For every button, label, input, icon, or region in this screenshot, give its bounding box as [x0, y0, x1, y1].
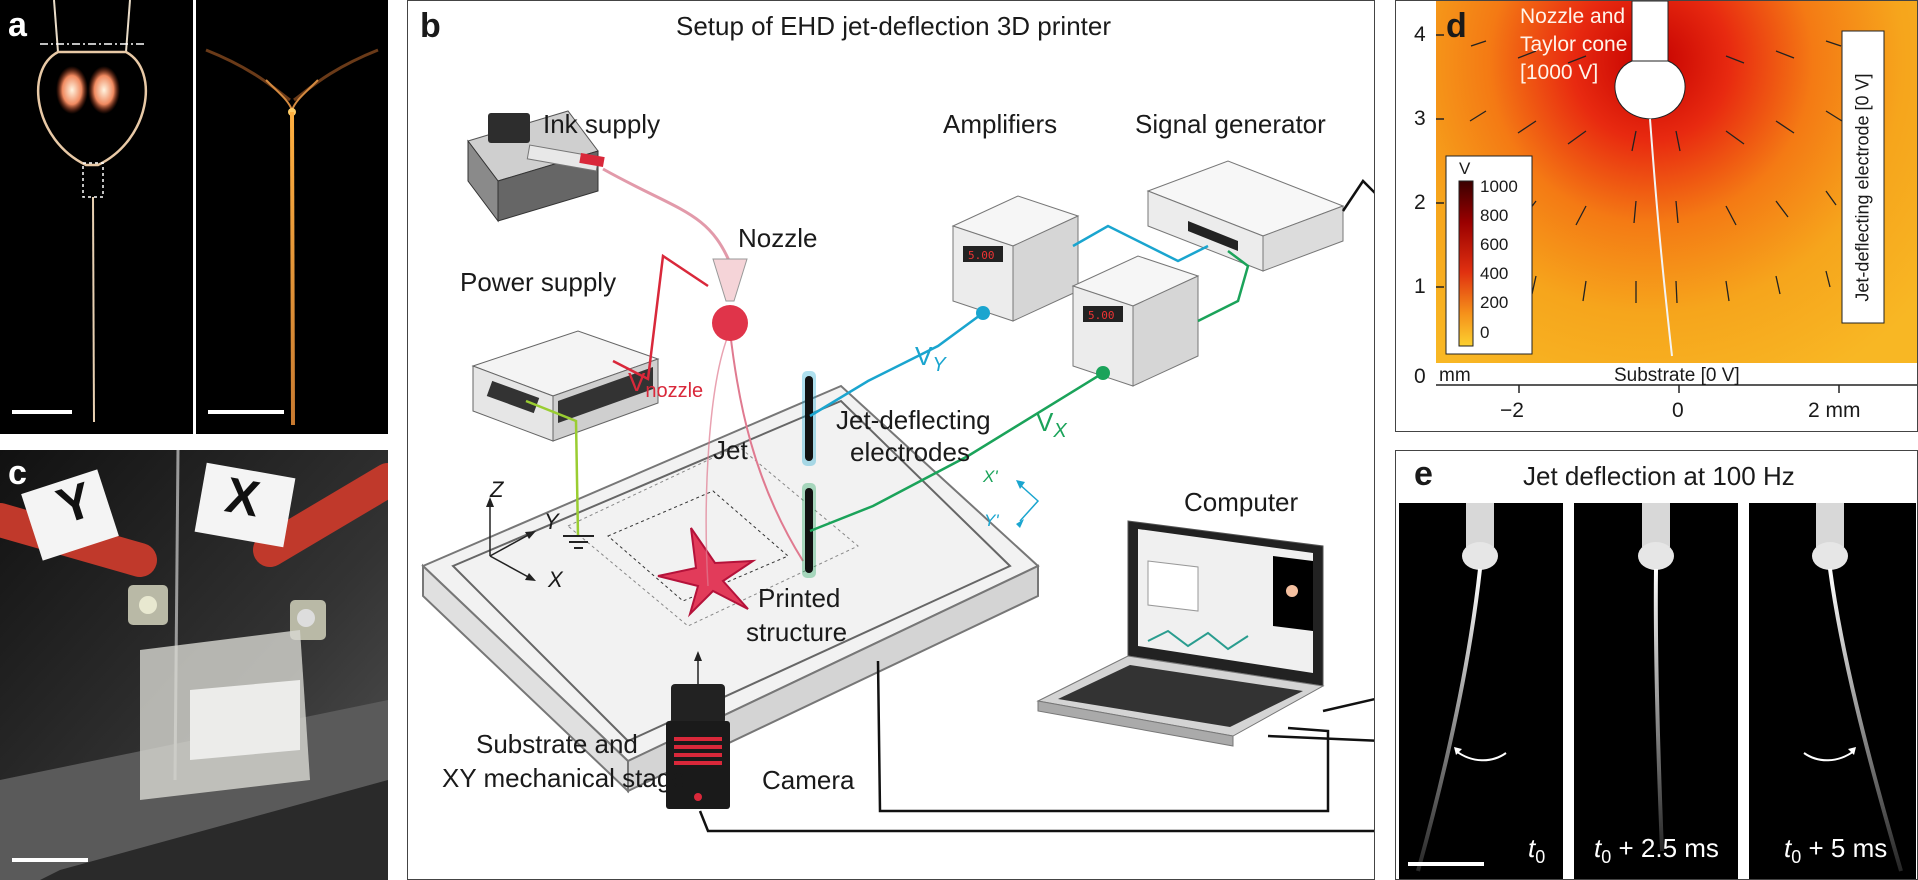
label-computer: Computer [1184, 487, 1299, 517]
jet-frames [1399, 503, 1916, 879]
t-suffix: + 5 ms [1801, 833, 1888, 863]
y-tick-2: 2 [1414, 191, 1426, 214]
panel-e: e Jet deflection at 100 Hz t0 t0 + 2.5 m [1395, 450, 1918, 880]
panel-c-photo [0, 450, 388, 880]
ink-supply-pump [467, 110, 605, 223]
label-electrodes-1: Jet-deflecting [836, 405, 991, 435]
frame-label-t0: t0 [1528, 833, 1545, 868]
label-power-supply: Power supply [460, 267, 617, 297]
vx-symbol: V [1036, 407, 1054, 437]
printed-star [657, 527, 757, 618]
label-printed-2: structure [746, 617, 848, 647]
colorbar-tick-800: 800 [1480, 206, 1509, 225]
panel-d: d Nozzle and Taylor cone [1000 V] Jet-de… [1395, 0, 1918, 432]
t-symbol: t [1784, 833, 1792, 863]
axis-z-label: Z [490, 477, 504, 502]
label-v-nozzle: Vnozzle [628, 367, 703, 403]
t-sub: 0 [1791, 847, 1802, 868]
panel-a-photo [12, 0, 148, 423]
amplifier-y: 5.00 [951, 195, 1080, 322]
nozzle [712, 258, 748, 341]
setup-diagram: 5.00 5.00 [421, 110, 1374, 833]
colorbar-tick-400: 400 [1480, 264, 1509, 283]
y-tick-3: 3 [1414, 107, 1426, 130]
axis-x-label: X [548, 567, 563, 592]
t-sub: 0 [1601, 847, 1612, 868]
panel-c: c Y X [0, 450, 388, 880]
laptop-computer [1036, 520, 1325, 747]
substrate-label: Substrate [0 V] [1614, 365, 1740, 386]
axis-y-label: Y [544, 509, 559, 534]
vy-symbol: V [915, 341, 933, 371]
panel-a-zoom-photo [205, 48, 379, 426]
t-symbol: t [1528, 833, 1536, 863]
axis-x-prime-label: X' [983, 467, 998, 486]
svg-text:5.00: 5.00 [968, 249, 995, 262]
panel-a-zoom [196, 0, 388, 434]
amplifier-x: 5.00 [1071, 255, 1200, 387]
right-electrode-label: Jet-deflecting electrode [0 V] [1852, 73, 1873, 302]
y-tick-0: 0 [1414, 365, 1426, 388]
svg-text:5.00: 5.00 [1088, 309, 1115, 322]
axis-triad [486, 497, 536, 581]
label-printed-1: Printed [758, 583, 841, 613]
panel-letter-b: b [420, 7, 441, 45]
panel-letter-e: e [1414, 455, 1433, 493]
power-supply [471, 330, 660, 442]
panel-a: a [0, 0, 193, 434]
frame-label-t0-2-5ms: t0 + 2.5 ms [1594, 833, 1719, 868]
label-vx: VX [1036, 407, 1067, 443]
label-camera: Camera [762, 765, 855, 795]
field-map [1436, 1, 1917, 393]
x-tick-minus2: −2 [1500, 399, 1524, 422]
panel-letter-c: c [8, 454, 27, 492]
t-suffix: + 2.5 ms [1611, 833, 1719, 863]
x-tick-2mm: 2 mm [1808, 399, 1861, 422]
panel-letter-a: a [8, 6, 27, 44]
v-nozzle-sub: nozzle [645, 380, 704, 403]
y-unit-label: mm [1439, 365, 1471, 386]
y-tick-4: 4 [1414, 23, 1426, 46]
t-symbol: t [1594, 833, 1602, 863]
prime-axes [1016, 480, 1040, 528]
panel-b: b Setup of EHD jet-deflection 3D printer [407, 0, 1375, 880]
label-amplifiers: Amplifiers [943, 109, 1058, 139]
nozzle-label-3: [1000 V] [1520, 61, 1599, 84]
label-substrate-1: Substrate and [476, 729, 638, 759]
axis-y-prime-label: Y' [984, 511, 999, 530]
colorbar-tick-200: 200 [1480, 293, 1509, 312]
v-symbol: V [628, 367, 646, 397]
label-signal-generator: Signal generator [1135, 109, 1326, 139]
panel-b-title: Setup of EHD jet-deflection 3D printer [676, 11, 1111, 41]
label-nozzle: Nozzle [738, 223, 818, 253]
vy-sub: Y [932, 354, 946, 377]
signal-generator [1146, 160, 1345, 272]
colorbar-tick-0: 0 [1480, 323, 1490, 342]
colorbar-tick-1000: 1000 [1480, 177, 1518, 196]
t-sub: 0 [1535, 847, 1546, 868]
nozzle-label-2: Taylor cone [1520, 33, 1628, 56]
label-substrate-2: XY mechanical stage [442, 763, 686, 793]
jet-deflecting-electrodes [802, 371, 816, 578]
colorbar-tick-600: 600 [1480, 235, 1509, 254]
colorbar-unit: V [1459, 159, 1471, 178]
label-jet: Jet [713, 435, 748, 465]
panel-e-title: Jet deflection at 100 Hz [1523, 461, 1795, 491]
frame-label-t0-5ms: t0 + 5 ms [1784, 833, 1887, 868]
ground-symbol [563, 535, 594, 549]
y-tick-1: 1 [1414, 275, 1426, 298]
label-ink-supply: Ink supply [543, 109, 661, 139]
vx-sub: X [1053, 420, 1067, 443]
nozzle-label-1: Nozzle and [1520, 5, 1626, 28]
x-tick-0: 0 [1672, 399, 1684, 422]
label-vy: VY [915, 341, 946, 377]
camera [666, 651, 730, 809]
panel-letter-d: d [1446, 7, 1467, 45]
label-electrodes-2: electrodes [850, 437, 970, 467]
